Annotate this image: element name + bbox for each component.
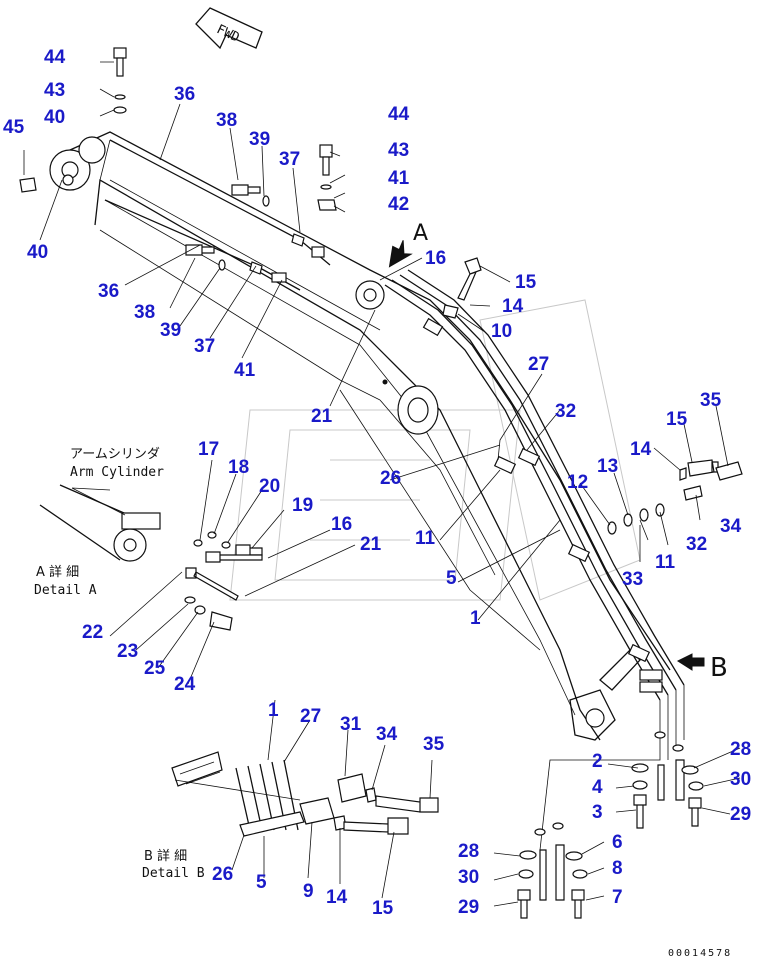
hardware-bottom-right xyxy=(517,731,704,919)
callout-29: 29 xyxy=(458,897,479,918)
callout-32: 32 xyxy=(686,534,707,555)
callout-14: 14 xyxy=(326,887,348,908)
callout-35: 35 xyxy=(423,734,445,755)
callout-13: 13 xyxy=(597,456,618,477)
part-callouts: 44 43 40 36 45 40 38 39 37 44 43 41 42 1… xyxy=(3,47,751,919)
callout-8: 8 xyxy=(612,858,623,879)
hardware-right xyxy=(607,459,743,535)
callout-31: 31 xyxy=(340,714,362,735)
callout-40: 40 xyxy=(44,107,65,128)
callout-4: 4 xyxy=(592,777,603,798)
detail-a-jp-label: A 詳 細 xyxy=(36,564,79,580)
callout-15: 15 xyxy=(515,272,537,293)
detail-a-en-label: Detail A xyxy=(34,583,97,598)
document-number: 00014578 xyxy=(668,948,732,958)
callout-38: 38 xyxy=(134,302,155,323)
callout-43: 43 xyxy=(388,140,409,161)
callout-12: 12 xyxy=(567,472,588,493)
callout-9: 9 xyxy=(303,881,314,902)
callout-44: 44 xyxy=(388,104,410,125)
callout-26: 26 xyxy=(380,468,401,489)
callout-17: 17 xyxy=(198,439,219,460)
callout-40: 40 xyxy=(27,242,48,263)
callout-26: 26 xyxy=(212,864,233,885)
detail-a-marker: A xyxy=(413,221,428,246)
callout-44: 44 xyxy=(44,47,66,68)
callout-29: 29 xyxy=(730,804,751,825)
callout-36: 36 xyxy=(98,281,119,302)
callout-39: 39 xyxy=(249,129,270,150)
detail-a-group xyxy=(39,484,263,631)
callout-22: 22 xyxy=(82,622,103,643)
callout-35: 35 xyxy=(700,390,722,411)
pipe-clamps xyxy=(271,246,663,693)
callout-24: 24 xyxy=(174,674,196,695)
callout-5: 5 xyxy=(256,872,267,893)
callout-10: 10 xyxy=(491,321,512,342)
callout-2: 2 xyxy=(592,751,603,772)
leader-lines xyxy=(23,61,741,907)
callout-16: 16 xyxy=(331,514,352,535)
callout-21: 21 xyxy=(311,406,333,427)
callout-14: 14 xyxy=(502,296,524,317)
detail-b-marker: B xyxy=(710,653,728,683)
callout-1: 1 xyxy=(268,700,279,721)
callout-43: 43 xyxy=(44,80,65,101)
boom-assembly xyxy=(49,131,671,741)
detail-markers: A B xyxy=(388,221,728,683)
callout-30: 30 xyxy=(458,867,479,888)
callout-27: 27 xyxy=(300,706,321,727)
callout-27: 27 xyxy=(528,354,549,375)
callout-15: 15 xyxy=(372,898,394,919)
callout-5: 5 xyxy=(446,568,457,589)
callout-21: 21 xyxy=(360,534,382,555)
callout-42: 42 xyxy=(388,194,409,215)
callout-41: 41 xyxy=(234,360,256,381)
fwd-arrow: FWD xyxy=(195,7,263,50)
callout-25: 25 xyxy=(144,658,166,679)
detail-labels: アームシリンダ Arm Cylinder A 詳 細 Detail A B 詳 … xyxy=(34,447,732,958)
callout-28: 28 xyxy=(730,739,751,760)
callout-32: 32 xyxy=(555,401,576,422)
callout-33: 33 xyxy=(622,569,643,590)
callout-3: 3 xyxy=(592,802,603,823)
callout-45: 45 xyxy=(3,117,25,138)
callout-38: 38 xyxy=(216,110,237,131)
callout-37: 37 xyxy=(194,336,215,357)
detail-b-jp-label: B 詳 細 xyxy=(144,848,187,864)
callout-7: 7 xyxy=(612,887,623,908)
callout-6: 6 xyxy=(612,832,623,853)
callout-19: 19 xyxy=(292,495,313,516)
callout-36: 36 xyxy=(174,84,195,105)
callout-37: 37 xyxy=(279,149,300,170)
arm-cylinder-jp-label: アームシリンダ xyxy=(70,447,160,462)
callout-34: 34 xyxy=(376,724,398,745)
callout-20: 20 xyxy=(259,476,280,497)
callout-41: 41 xyxy=(388,168,410,189)
callout-15: 15 xyxy=(666,409,688,430)
callout-14: 14 xyxy=(630,439,652,460)
callout-11: 11 xyxy=(655,552,676,573)
arm-cylinder-en-label: Arm Cylinder xyxy=(70,465,164,480)
callout-18: 18 xyxy=(228,457,249,478)
detail-b-group xyxy=(171,751,439,837)
hardware-top xyxy=(19,47,482,319)
callout-28: 28 xyxy=(458,841,479,862)
callout-23: 23 xyxy=(117,641,138,662)
callout-16: 16 xyxy=(425,248,446,269)
callout-30: 30 xyxy=(730,769,751,790)
callout-39: 39 xyxy=(160,320,181,341)
detail-b-en-label: Detail B xyxy=(142,866,205,881)
callout-11: 11 xyxy=(415,528,436,549)
fwd-label: FWD xyxy=(214,22,242,46)
callout-1: 1 xyxy=(470,608,481,629)
callout-34: 34 xyxy=(720,516,742,537)
